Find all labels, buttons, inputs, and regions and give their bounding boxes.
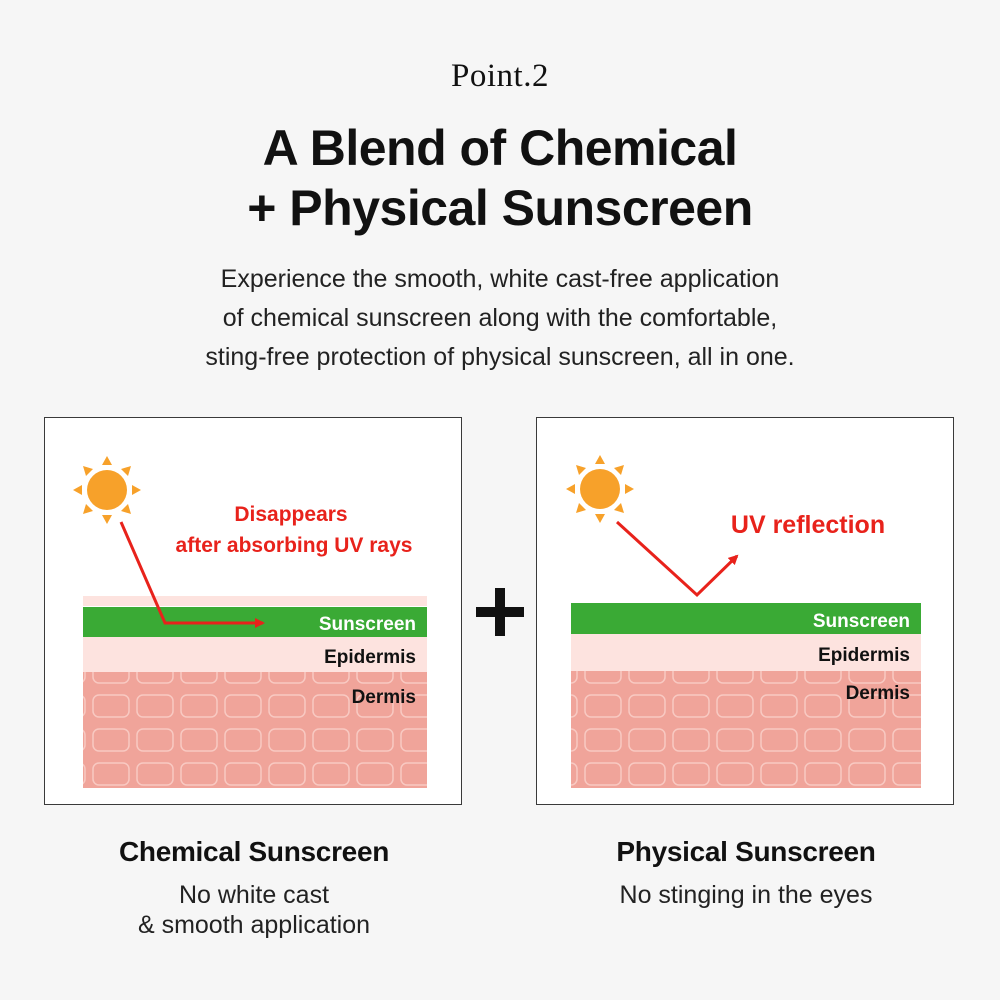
dermis-label: Dermis — [352, 687, 416, 708]
dermis-cells — [571, 671, 921, 788]
chemical-caption-desc-line2: & smooth application — [137, 911, 371, 939]
physical-caption-desc-line1: No stinging in the eyes — [619, 881, 873, 909]
sun-icon — [73, 456, 141, 524]
epidermis-label: Epidermis — [818, 645, 910, 666]
annotation-line1: Disappears — [234, 503, 347, 526]
chemical-caption-desc-line1: No white cast — [178, 881, 330, 909]
epidermis-label: Epidermis — [324, 647, 416, 668]
annotation-line2: after absorbing UV rays — [176, 534, 413, 557]
subtitle-line2: of chemical sunscreen along with the com… — [222, 304, 778, 332]
annotation-uv-reflection: UV reflection — [731, 511, 885, 539]
physical-caption-desc: No stinging in the eyes — [546, 880, 946, 910]
physical-sunscreen-panel: UV reflection Sunscreen Epidermis Dermis — [536, 417, 954, 805]
subtitle-line3: sting-free protection of physical sunscr… — [205, 343, 795, 371]
page-title: A Blend of Chemical + Physical Sunscreen — [0, 118, 1000, 238]
dermis-label: Dermis — [846, 683, 910, 704]
plus-icon — [476, 588, 524, 636]
sun-icon — [566, 455, 634, 523]
page-subtitle: Experience the smooth, white cast-free a… — [0, 260, 1000, 377]
uv-reflection-arrow — [615, 520, 739, 598]
sunscreen-label: Sunscreen — [813, 611, 910, 632]
chemical-diagram: Disappears after absorbing UV rays Sunsc… — [73, 456, 427, 788]
chemical-sunscreen-panel: Disappears after absorbing UV rays Sunsc… — [44, 417, 462, 805]
sunscreen-layer — [571, 603, 921, 634]
physical-diagram: UV reflection Sunscreen Epidermis Dermis — [566, 455, 921, 788]
uv-ray-arrow — [119, 521, 265, 628]
sunscreen-label: Sunscreen — [319, 614, 416, 635]
top-faint-band — [83, 596, 427, 606]
page-title-line2: + Physical Sunscreen — [247, 180, 753, 236]
epidermis-layer — [83, 637, 427, 672]
epidermis-layer — [571, 634, 921, 671]
chemical-caption-desc: No white cast & smooth application — [54, 880, 454, 940]
subtitle-line1: Experience the smooth, white cast-free a… — [220, 265, 780, 293]
physical-caption-title: Physical Sunscreen — [616, 836, 876, 867]
page-title-line1: A Blend of Chemical — [262, 120, 738, 176]
chemical-caption-title: Chemical Sunscreen — [118, 836, 390, 867]
point-label: Point.2 — [451, 58, 549, 94]
dermis-cells — [83, 672, 427, 788]
